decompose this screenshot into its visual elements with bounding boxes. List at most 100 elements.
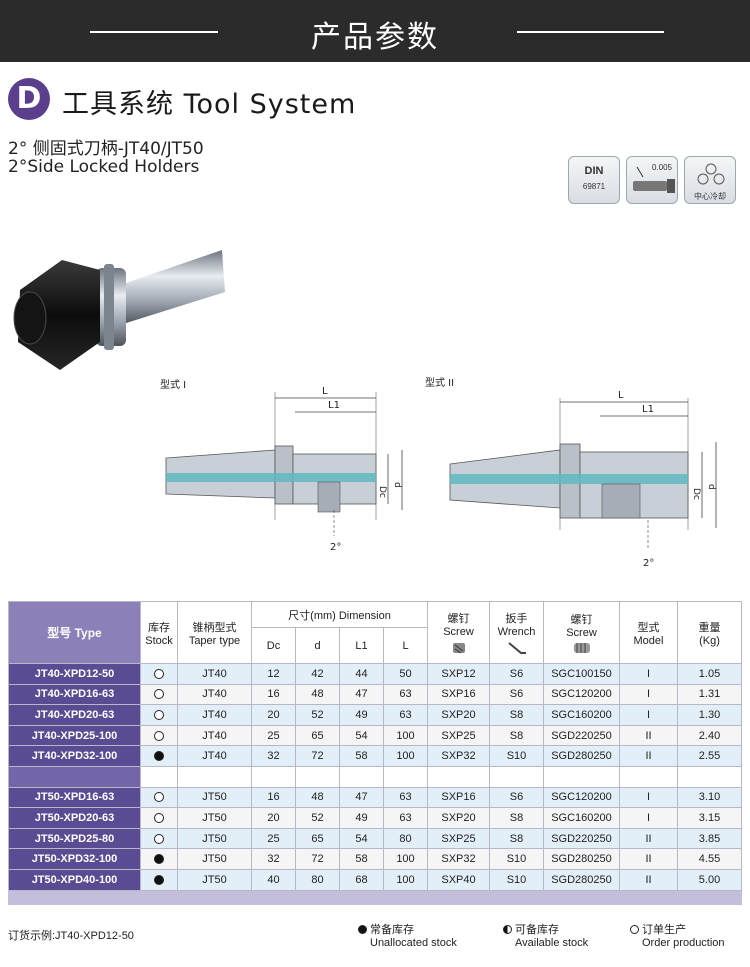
row-weight: 4.55 [677, 848, 742, 870]
runout-graphic [633, 166, 675, 193]
type2-angle: 2° [643, 558, 654, 569]
row-screw2: SGD280250 [543, 848, 620, 870]
row-stock [140, 724, 178, 747]
row-stock [140, 786, 178, 809]
type2-dim-L1: L1 [642, 404, 654, 415]
row-l: 100 [383, 745, 428, 767]
header-stock-cn: 库存 [148, 621, 170, 634]
row-type: JT40-XPD25-100 [8, 724, 141, 747]
header-type: 型号 Type [8, 601, 141, 664]
row-wrench: S10 [489, 868, 544, 891]
row-type: JT50-XPD25-80 [8, 827, 141, 850]
row-screw: SXP16 [427, 786, 490, 809]
header-d: d [295, 627, 340, 664]
type1-dim-L1: L1 [328, 400, 340, 411]
section-title: 工具系统 Tool System [62, 89, 357, 120]
row-wrench [489, 765, 544, 788]
row-model: II [619, 724, 678, 747]
row-screw2: SGC120200 [543, 683, 620, 706]
row-screw: SXP32 [427, 848, 490, 870]
row-l: 63 [383, 683, 428, 706]
type1-dim-d: d [392, 482, 402, 488]
row-dc: 25 [251, 724, 296, 747]
row-model: I [619, 663, 678, 685]
row-taper: JT50 [177, 848, 252, 870]
row-stock [140, 663, 178, 685]
type2-holder-drawing: L L1 2° Dc d [449, 390, 717, 569]
row-l1: 47 [339, 683, 384, 706]
header-taper-cn: 锥柄型式 [192, 621, 237, 634]
stock-open-dot [154, 833, 164, 844]
subtitle-cn: 2° 侧固式刀柄-JT40/JT50 [8, 139, 204, 159]
stock-open-dot [154, 689, 164, 700]
header-stock-en: Stock [145, 634, 173, 647]
legend-full-dot [358, 925, 367, 934]
row-taper: JT40 [177, 683, 252, 706]
row-model: II [619, 848, 678, 870]
row-weight: 2.55 [677, 745, 742, 767]
row-wrench: S8 [489, 807, 544, 829]
type2-dim-L: L [618, 390, 624, 401]
row-d: 48 [295, 786, 340, 809]
row-d: 65 [295, 827, 340, 850]
row-l: 63 [383, 807, 428, 829]
legend-half-dot [503, 925, 512, 934]
row-screw2: SGC160200 [543, 704, 620, 726]
header-wrench-cn: 扳手 [505, 612, 528, 625]
header-wrench-en: Wrench [497, 625, 536, 638]
row-d: 48 [295, 683, 340, 706]
row-screw: SXP20 [427, 807, 490, 829]
type1-label: 型式 I [160, 378, 186, 391]
coolant-icon: 中心冷却 [684, 156, 736, 204]
subtitle-en: 2°Side Locked Holders [8, 157, 200, 177]
legend-unallocated-cn: 常备库存 [370, 924, 414, 936]
type1-angle: 2° [330, 542, 341, 553]
row-l: 100 [383, 868, 428, 891]
stock-filled-dot [154, 854, 164, 865]
row-l: 63 [383, 704, 428, 726]
product-photo [13, 250, 225, 370]
type1-dim-Dc: Dc [377, 486, 387, 498]
header-model-en: Model [633, 634, 664, 647]
row-l1: 54 [339, 827, 384, 850]
row-type: JT50-XPD20-63 [8, 807, 141, 829]
row-screw2: SGC160200 [543, 807, 620, 829]
technical-diagram: 型式 I 型式 II L L1 2° Dc d L L1 2° [160, 376, 717, 569]
header-taper-en: Taper type [188, 634, 241, 647]
row-wrench: S6 [489, 786, 544, 809]
row-screw: SXP25 [427, 724, 490, 747]
row-stock [140, 827, 178, 850]
row-l: 50 [383, 663, 428, 685]
din-icon-number: 69871 [582, 182, 606, 191]
row-type: JT40-XPD20-63 [8, 704, 141, 726]
din-icon-label: DIN [584, 165, 604, 177]
legend-unallocated: 常备库存 Unallocated stock [358, 924, 457, 950]
row-weight: 2.40 [677, 724, 742, 747]
row-d: 52 [295, 807, 340, 829]
row-l: 100 [383, 724, 428, 747]
row-wrench: S6 [489, 663, 544, 685]
row-screw: SXP32 [427, 745, 490, 767]
row-l: 63 [383, 786, 428, 809]
row-model: I [619, 807, 678, 829]
row-d: 52 [295, 704, 340, 726]
row-d [295, 765, 340, 788]
header-weight: 重量(Kg) [677, 601, 742, 664]
row-model [619, 765, 678, 788]
coolant-label: 中心冷却 [694, 192, 726, 201]
row-type: JT50-XPD32-100 [8, 848, 141, 870]
row-stock [140, 704, 178, 726]
row-type: JT40-XPD16-63 [8, 683, 141, 706]
legend-order-en: Order production [642, 937, 725, 949]
stock-open-dot [154, 668, 164, 679]
row-screw2: SGD280250 [543, 745, 620, 767]
